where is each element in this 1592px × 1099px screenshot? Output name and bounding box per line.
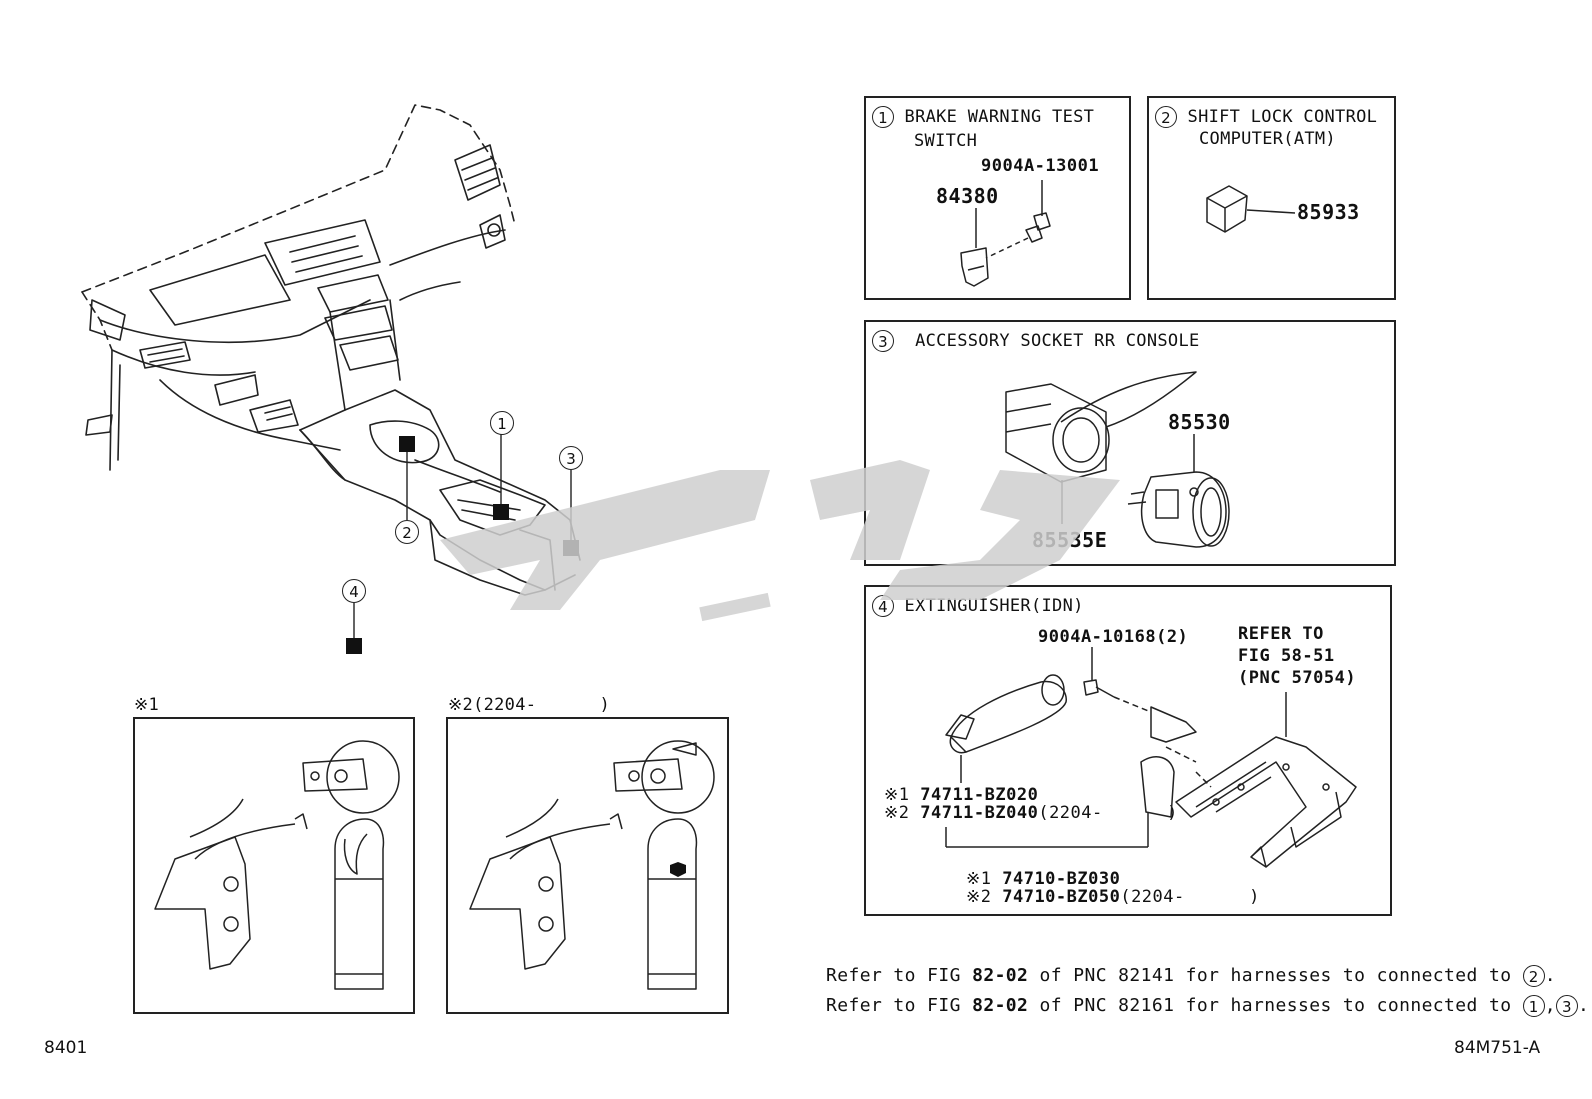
- detail-box-1: [133, 717, 415, 1014]
- callout-3: 3: [559, 446, 583, 470]
- detail-box-2-label: ※2(2204- ): [448, 695, 611, 715]
- refer-line-2: FIG 58-51: [1238, 646, 1335, 666]
- refer-line-3: (PNC 57054): [1238, 668, 1357, 688]
- page-code-left: 8401: [44, 1038, 88, 1058]
- extinguisher-assembly-drawing: [945, 647, 1357, 868]
- extinguisher-bracket-drawing-2: [469, 740, 715, 990]
- accessory-socket-drawing: [1005, 371, 1230, 548]
- part-9004A-10168: 9004A-10168(2): [1038, 627, 1189, 647]
- panel-2-title-line2: COMPUTER(ATM): [1199, 129, 1336, 149]
- harness-note-1: Refer to FIG 82-02 of PNC 82141 for harn…: [826, 965, 1556, 987]
- panel-accessory-socket-rr-console: 3 ACCESSORY SOCKET RR CONSOLE 85530 8553…: [864, 320, 1396, 566]
- extinguisher-bracket-drawing-1: [154, 740, 400, 990]
- harness-note-2: Refer to FIG 82-02 of PNC 82161 for harn…: [826, 995, 1590, 1017]
- figure-code-right: 84M751-A: [1454, 1038, 1541, 1058]
- part-85530: 85530: [1168, 410, 1231, 434]
- part-85933: 85933: [1297, 200, 1360, 224]
- detail-box-2: [446, 717, 729, 1014]
- panel-2-title: 2 SHIFT LOCK CONTROL: [1155, 106, 1377, 128]
- part-84380: 84380: [936, 184, 999, 208]
- callout-2: 2: [395, 520, 419, 544]
- part-74710-BZ050: ※2 74710-BZ050(2204- ): [966, 887, 1260, 907]
- detail-box-1-label: ※1: [134, 695, 160, 715]
- callout-1: 1: [490, 411, 514, 435]
- panel-shift-lock-control-computer: 2 SHIFT LOCK CONTROL COMPUTER(ATM) 85933: [1147, 96, 1396, 300]
- callout-4: 4: [342, 579, 366, 603]
- part-9004A-13001: 9004A-13001: [981, 156, 1100, 176]
- panel-brake-warning-test-switch: 1 BRAKE WARNING TEST SWITCH 9004A-13001 …: [864, 96, 1131, 300]
- refer-line-1: REFER TO: [1238, 624, 1324, 644]
- panel-1-title-line2: SWITCH: [914, 131, 978, 151]
- part-74711-BZ020: ※1 74711-BZ020: [884, 785, 1039, 805]
- panel-extinguisher: 4 EXTINGUISHER(IDN) 9004A-10168(2) REFER…: [864, 585, 1392, 916]
- part-74710-BZ030: ※1 74710-BZ030: [966, 869, 1121, 889]
- brake-switch-drawing: [960, 180, 1051, 287]
- part-74711-BZ040: ※2 74711-BZ040(2204- ): [884, 803, 1178, 823]
- shift-lock-computer-drawing: [1206, 185, 1296, 233]
- panel-3-title: 3 ACCESSORY SOCKET RR CONSOLE: [872, 330, 1200, 352]
- panel-1-title: 1 BRAKE WARNING TEST: [872, 106, 1094, 128]
